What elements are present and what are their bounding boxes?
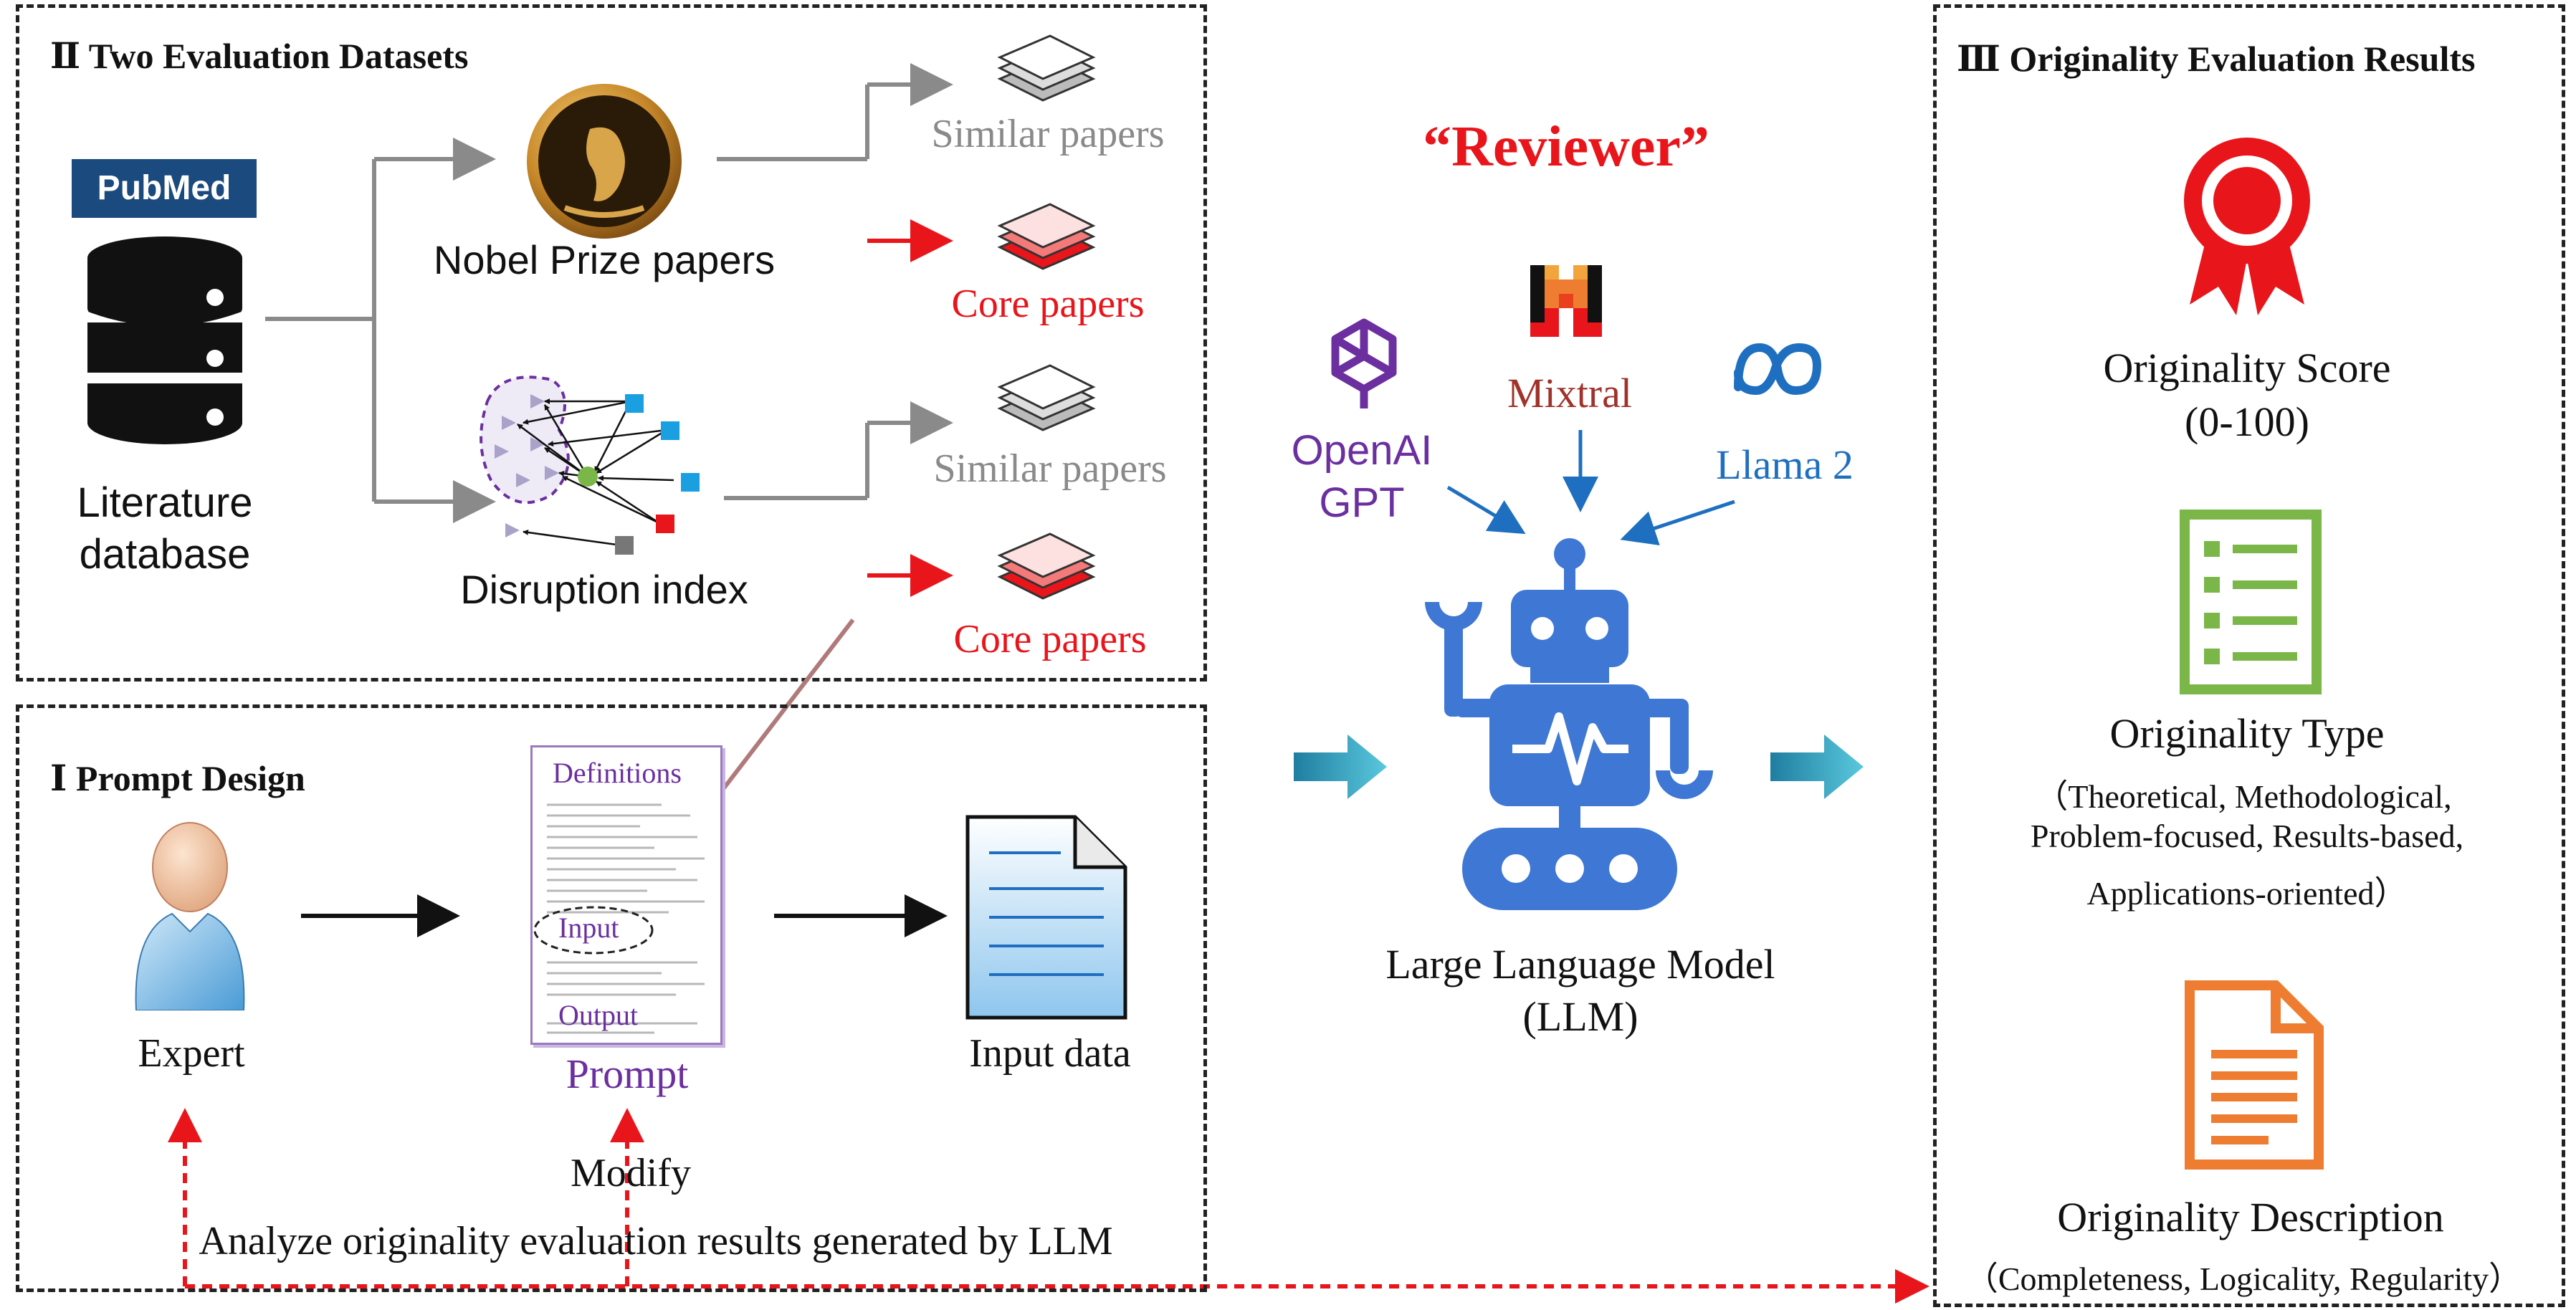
originality-type-detail-3: Applications-oriented） [2086,875,2408,912]
checklist-icon [2180,510,2322,694]
core-papers-stack-2-icon [997,532,1096,600]
input-data-document-icon [965,815,1127,1020]
originality-description-label: Originality Description [2057,1194,2444,1240]
core-papers-label-1: Core papers [951,282,1145,326]
similar-papers-label-2: Similar papers [933,446,1167,491]
originality-type-label: Originality Type [2109,710,2385,757]
originality-score-label: Originality Score [2103,345,2391,391]
llama-label: Llama 2 [1716,441,1854,488]
analyze-results-label: Analyze originality evaluation results g… [199,1219,1113,1263]
prompt-output-label: Output [558,999,639,1031]
prompt-input-label: Input [558,912,619,944]
expert-user-icon [135,822,245,1010]
results-panel-title: Ⅲ Originality Evaluation Results [1957,39,2476,79]
similar-papers-stack-1-icon [997,34,1096,102]
core-papers-stack-1-icon [997,203,1096,270]
prompt-panel [16,704,1207,1292]
llm-label-line1: Large Language Model [1385,941,1775,988]
prompt-label: Prompt [566,1051,689,1097]
reviewer-title: “Reviewer” [1423,115,1709,178]
disruption-index-label: Disruption index [460,567,748,612]
mixtral-label: Mixtral [1507,370,1632,416]
similar-papers-label-1: Similar papers [931,112,1165,156]
modify-label: Modify [571,1151,691,1195]
input-data-label: Input data [969,1031,1131,1076]
llm-label-line2: (LLM) [1522,993,1638,1040]
prompt-panel-title: Ⅰ Prompt Design [50,758,305,798]
description-document-icon [2185,980,2324,1170]
originality-type-detail-1: （Theoretical, Methodological, [2035,778,2452,815]
openai-label-line2: GPT [1319,479,1405,526]
pubmed-logo: PubMed [72,159,257,218]
nobel-papers-label: Nobel Prize papers [433,237,776,282]
openai-icon [1331,318,1397,408]
originality-description-detail: （Completeness, Logicality, Regularity） [1965,1261,2522,1297]
originality-score-range: (0-100) [2185,398,2309,445]
award-ribbon-icon [2184,138,2310,315]
prompt-definitions-label: Definitions [553,757,682,789]
similar-papers-stack-2-icon [997,364,1096,431]
core-papers-label-2: Core papers [953,617,1147,661]
prompt-document-lines [533,803,705,1034]
flow-arrow-to-results-icon [1770,735,1864,799]
nobel-medal-icon [527,84,682,239]
database-label-line2: database [79,531,251,578]
flow-arrow-to-llm-icon [1294,735,1387,799]
prompt-document: Definitions Input Output [530,745,722,1045]
openai-label-line1: OpenAI [1291,427,1433,474]
mixtral-icon [1530,265,1602,337]
datasets-panel [16,4,1207,682]
results-panel [1933,4,2565,1307]
pubmed-logo-text: PubMed [97,169,232,207]
expert-label: Expert [138,1031,245,1076]
llm-robot-icon [1425,538,1713,910]
database-label-line1: Literature [77,479,253,526]
meta-llama-icon [1734,343,1822,396]
disruption-network-icon [480,376,700,555]
originality-type-detail-2: Problem-focused, Results-based, [2030,818,2464,854]
database-icon [86,236,244,444]
datasets-panel-title: Ⅱ Two Evaluation Datasets [50,36,469,76]
